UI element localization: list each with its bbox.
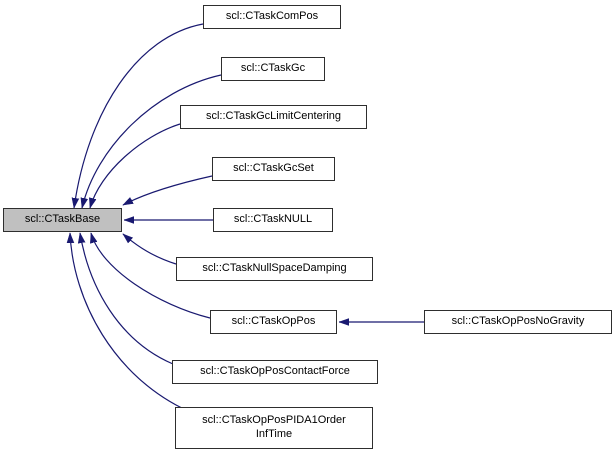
class-node-label: scl::CTaskComPos bbox=[225, 10, 319, 23]
edge-ctasknullspacedamping-to-ctaskbase bbox=[123, 234, 177, 265]
edge-ctaskgcset-to-ctaskbase bbox=[123, 175, 213, 206]
edge-ctaskopposPIDA1orderinftime-to-ctaskbase bbox=[70, 233, 189, 412]
edge-ctaskoppos-to-ctaskbase bbox=[91, 233, 211, 319]
class-node-scl-ctaskopposnogravity[interactable]: scl::CTaskOpPosNoGravity bbox=[424, 310, 612, 334]
class-node-scl-ctaskgclimitcentering[interactable]: scl::CTaskGcLimitCentering bbox=[180, 105, 367, 129]
class-node-label: scl::CTaskOpPosPIDA1Order InfTime bbox=[202, 414, 346, 440]
class-node-label: scl::CTaskOpPos bbox=[231, 315, 316, 328]
class-node-scl-ctaskoppos[interactable]: scl::CTaskOpPos bbox=[210, 310, 337, 334]
class-node-label: scl::CTaskOpPosContactForce bbox=[200, 365, 350, 378]
edge-ctaskgclimitcentering-to-ctaskbase bbox=[90, 123, 181, 208]
class-node-scl-ctaskopposcontactforce[interactable]: scl::CTaskOpPosContactForce bbox=[172, 360, 378, 384]
class-node-scl-ctaskgc[interactable]: scl::CTaskGc bbox=[221, 57, 325, 81]
edge-ctaskopposcontactforce-to-ctaskbase bbox=[80, 233, 174, 365]
class-node-scl-ctaskcompos[interactable]: scl::CTaskComPos bbox=[203, 5, 341, 29]
class-node-label: scl::CTaskGcLimitCentering bbox=[205, 110, 342, 123]
class-node-scl-ctaskopposPIDA1orderinftime[interactable]: scl::CTaskOpPosPIDA1Order InfTime bbox=[175, 407, 373, 449]
class-node-scl-ctaskbase[interactable]: scl::CTaskBase bbox=[3, 208, 122, 232]
class-node-scl-ctaskgcset[interactable]: scl::CTaskGcSet bbox=[212, 157, 335, 181]
class-node-label: scl::CTaskOpPosNoGravity bbox=[451, 315, 585, 328]
class-node-label: scl::CTaskBase bbox=[24, 213, 101, 226]
class-node-scl-ctasknull[interactable]: scl::CTaskNULL bbox=[213, 208, 333, 232]
class-node-scl-ctasknullspacedamping[interactable]: scl::CTaskNullSpaceDamping bbox=[176, 257, 373, 281]
class-node-label: scl::CTaskGcSet bbox=[233, 162, 314, 175]
class-node-label: scl::CTaskNULL bbox=[233, 213, 313, 226]
class-node-label: scl::CTaskNullSpaceDamping bbox=[202, 262, 347, 275]
edge-ctaskcompos-to-ctaskbase bbox=[74, 23, 204, 208]
edge-ctaskgc-to-ctaskbase bbox=[82, 74, 222, 208]
class-node-label: scl::CTaskGc bbox=[240, 62, 306, 75]
